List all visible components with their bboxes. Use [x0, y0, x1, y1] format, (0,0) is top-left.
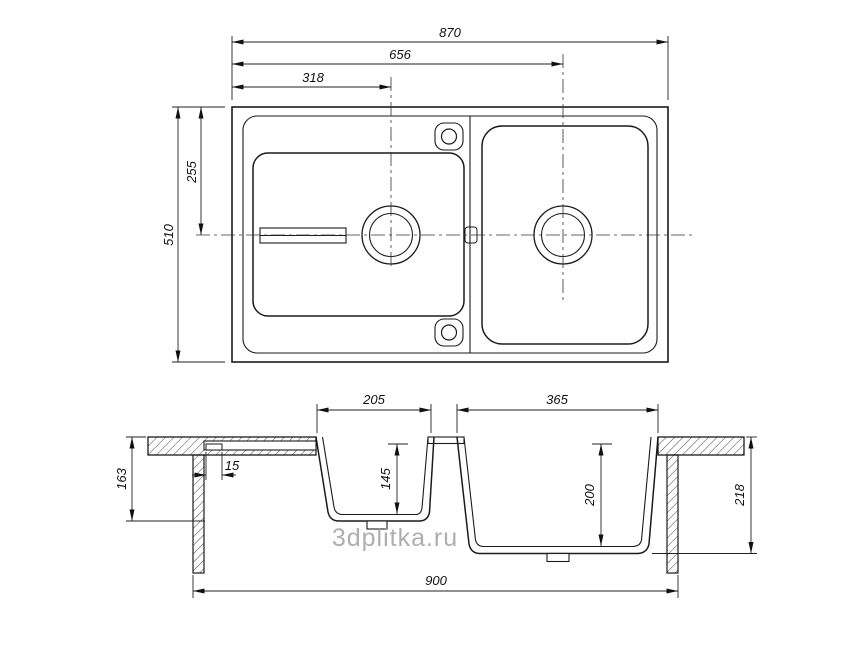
- counter-right: [657, 436, 745, 456]
- watermark: 3dplitka.ru: [332, 524, 458, 552]
- drainboard-profile: [203, 440, 317, 451]
- dim-label-255: 255: [184, 160, 199, 183]
- dim-label-205: 205: [362, 392, 385, 407]
- dim-label-365: 365: [546, 392, 568, 407]
- tap-hole-top: [440, 128, 458, 145]
- section-view-dimensions: 205 365 163 15 145 200 218 900: [114, 392, 757, 598]
- ledge-step: [205, 443, 223, 451]
- dim-label-145: 145: [378, 467, 393, 489]
- top-view-dimensions: 870 656 318 510 255: [161, 25, 669, 363]
- dim-label-163: 163: [114, 467, 129, 489]
- sink-rim: [242, 115, 658, 354]
- top-view: [231, 106, 669, 363]
- dim-label-510: 510: [161, 223, 176, 245]
- tap-hole-bottom-plate: [434, 318, 464, 347]
- right-mount-leg: [666, 454, 679, 574]
- left-bowl-inner-wall: [321, 436, 429, 516]
- tap-hole-bottom: [440, 324, 458, 341]
- right-drain-stub: [546, 552, 570, 563]
- right-bowl-inner-wall: [463, 436, 652, 548]
- left-mount-leg: [192, 454, 205, 574]
- left-bowl-outer-wall: [315, 436, 435, 522]
- dim-label-15: 15: [225, 458, 240, 473]
- left-bowl: [252, 152, 465, 317]
- right-bowl-outer-wall: [456, 436, 659, 555]
- section-view: [147, 436, 745, 574]
- dim-label-870: 870: [439, 25, 461, 40]
- sink-outer-outline: [231, 106, 669, 363]
- dim-label-900: 900: [425, 573, 447, 588]
- dim-label-200: 200: [582, 483, 597, 506]
- dim-label-318: 318: [302, 70, 324, 85]
- tap-hole-top-plate: [434, 122, 464, 151]
- left-drain-stub: [366, 520, 388, 530]
- dim-label-656: 656: [389, 47, 411, 62]
- dim-label-218: 218: [732, 483, 747, 506]
- centerlines: [196, 54, 692, 300]
